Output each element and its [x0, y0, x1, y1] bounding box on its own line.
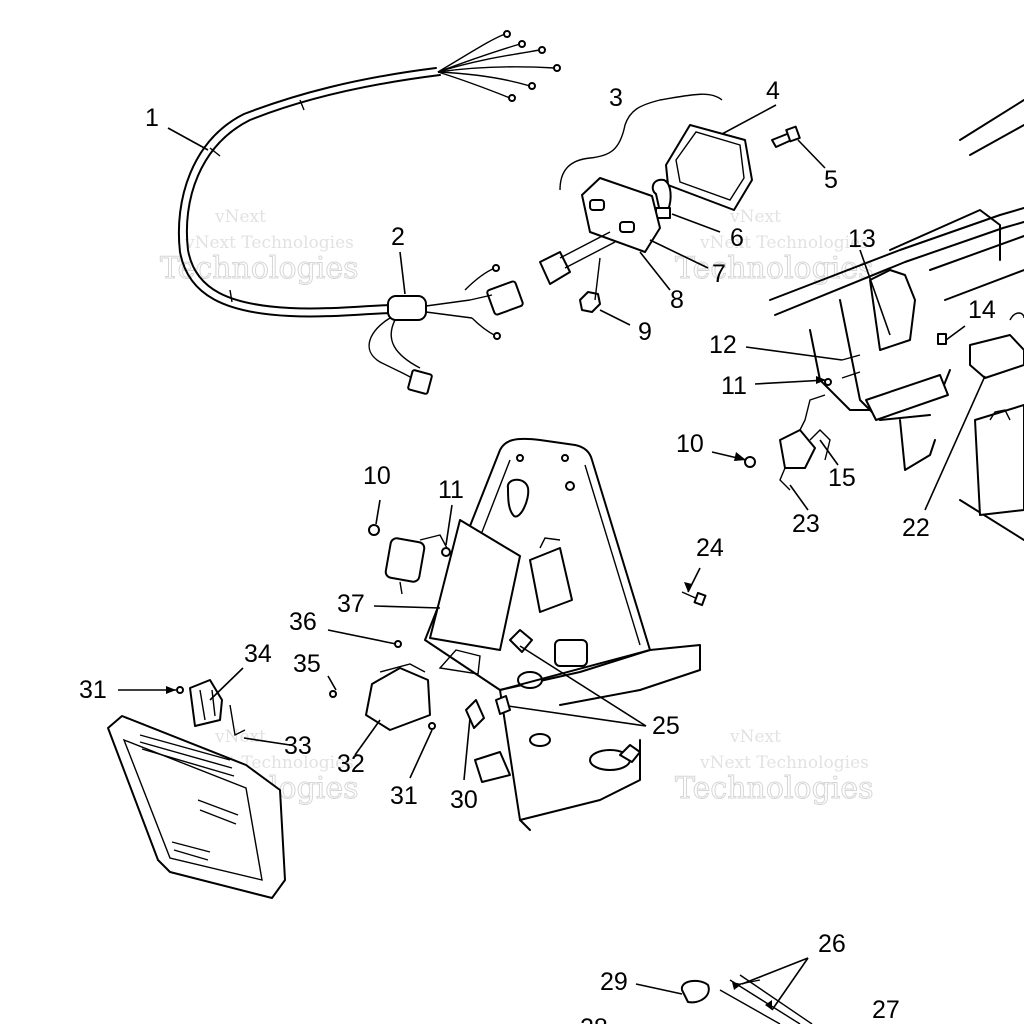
wiring-harness	[177, 30, 561, 395]
callout-23: 23	[792, 510, 820, 538]
callout-36: 36	[289, 608, 317, 636]
watermark-text: vNext	[729, 207, 781, 227]
callout-2: 2	[391, 223, 405, 251]
callout-10a: 10	[363, 462, 391, 490]
tail-light-assembly	[539, 93, 801, 313]
watermark-text: vNext	[214, 727, 266, 747]
callout-9: 9	[638, 318, 652, 346]
callout-31a: 31	[79, 676, 107, 704]
callout-6: 6	[730, 224, 744, 252]
watermark-top-right: vNext vNext Technologies Technologies	[675, 207, 875, 287]
callout-25: 25	[652, 712, 680, 740]
watermark-text: vNext Technologies	[184, 233, 354, 253]
callout-27: 27	[872, 996, 900, 1024]
callout-4: 4	[766, 77, 780, 105]
callout-37: 37	[337, 590, 365, 618]
callout-34: 34	[244, 640, 272, 668]
flap-panel	[107, 715, 286, 899]
callout-11a: 11	[438, 476, 464, 504]
callout-35: 35	[293, 650, 321, 678]
callout-24: 24	[696, 534, 724, 562]
callout-33: 33	[284, 732, 312, 760]
center-mount-bracket	[176, 437, 707, 831]
watermark-text: vNext	[214, 207, 266, 227]
callout-31b: 31	[390, 782, 418, 810]
callout-3: 3	[609, 84, 623, 112]
callout-26: 26	[818, 930, 846, 958]
watermark-text: vNext Technologies	[699, 753, 869, 773]
callout-22: 22	[902, 514, 930, 542]
watermark-bottom-right: vNext vNext Technologies Technologies	[675, 727, 875, 807]
callout-29: 29	[600, 968, 628, 996]
leader-arrowheads	[166, 376, 826, 1010]
callout-30: 30	[450, 786, 478, 814]
callout-14: 14	[968, 296, 996, 324]
callout-13: 13	[848, 225, 876, 253]
callout-8: 8	[670, 286, 684, 314]
callout-labels: 1 2 3 4 5 6 7 8 9 10 11 12 13 14 15 22 2…	[79, 77, 996, 1029]
callout-28: 28	[580, 1014, 608, 1024]
callout-12: 12	[709, 331, 737, 359]
callout-32: 32	[337, 750, 365, 778]
callout-11b: 11	[721, 372, 747, 400]
callout-7: 7	[712, 260, 726, 288]
watermark-top-left: vNext vNext Technologies Technologies	[160, 207, 360, 287]
callout-10b: 10	[676, 430, 704, 458]
watermark-text: Technologies	[675, 771, 874, 806]
watermark-text: Technologies	[675, 251, 874, 286]
leader-lines	[118, 104, 986, 1011]
watermark-text: vNext	[729, 727, 781, 747]
callout-5: 5	[824, 166, 838, 194]
callout-1: 1	[145, 104, 159, 132]
callout-15: 15	[828, 464, 856, 492]
watermark-text: vNext Technologies	[699, 233, 869, 253]
